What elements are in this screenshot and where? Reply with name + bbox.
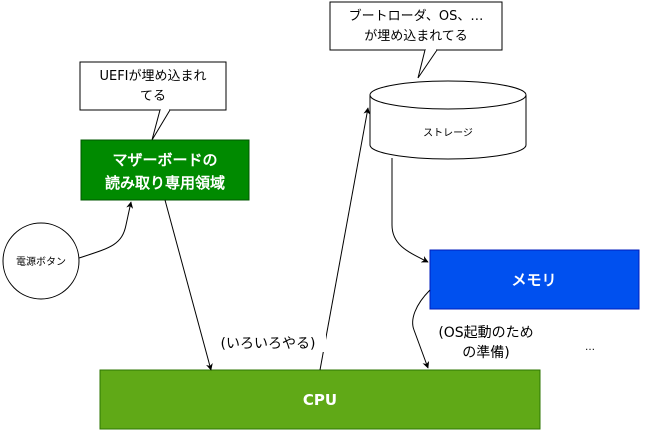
edge-rom-to-cpu [164,199,213,371]
storage-label: ストレージ [423,128,473,139]
bootloader-note: ブートローダ、OS、… が埋め込まれてる [329,1,503,79]
motherboard-rom-line1: マザーボードの [112,151,217,169]
ellipsis-mark: … [585,342,595,353]
uefi-note: UEFIが埋め込まれ てる [79,61,227,141]
edge-label-various: (いろいろやる) [221,336,316,352]
cpu-node: CPU [99,369,541,430]
uefi-note-line2: てる [140,89,166,104]
edge-label-os-boot-line2: の準備) [462,345,509,361]
motherboard-rom-line2: 読み取り専用領域 [105,174,225,192]
power-button-label: 電源ボタン [16,255,66,268]
bootloader-note-line1: ブートローダ、OS、… [349,8,484,24]
memory-label: メモリ [511,271,556,289]
cpu-label: CPU [303,391,337,409]
edge-storage-to-memory [391,158,429,263]
edge-label-os-boot-line1: (OS起動のため [438,325,533,341]
bootloader-note-line2: が埋め込まれてる [364,29,468,44]
edge-memory-to-cpu [412,289,431,369]
power-button-node: 電源ボタン [2,222,80,300]
storage-node: ストレージ [369,80,527,160]
edge-cpu-to-storage [319,107,371,371]
uefi-note-line1: UEFIが埋め込まれ [99,69,206,84]
edge-power-to-rom [78,201,134,259]
motherboard-rom-node: マザーボードの 読み取り専用領域 [80,139,250,201]
memory-node: メモリ [429,249,640,310]
